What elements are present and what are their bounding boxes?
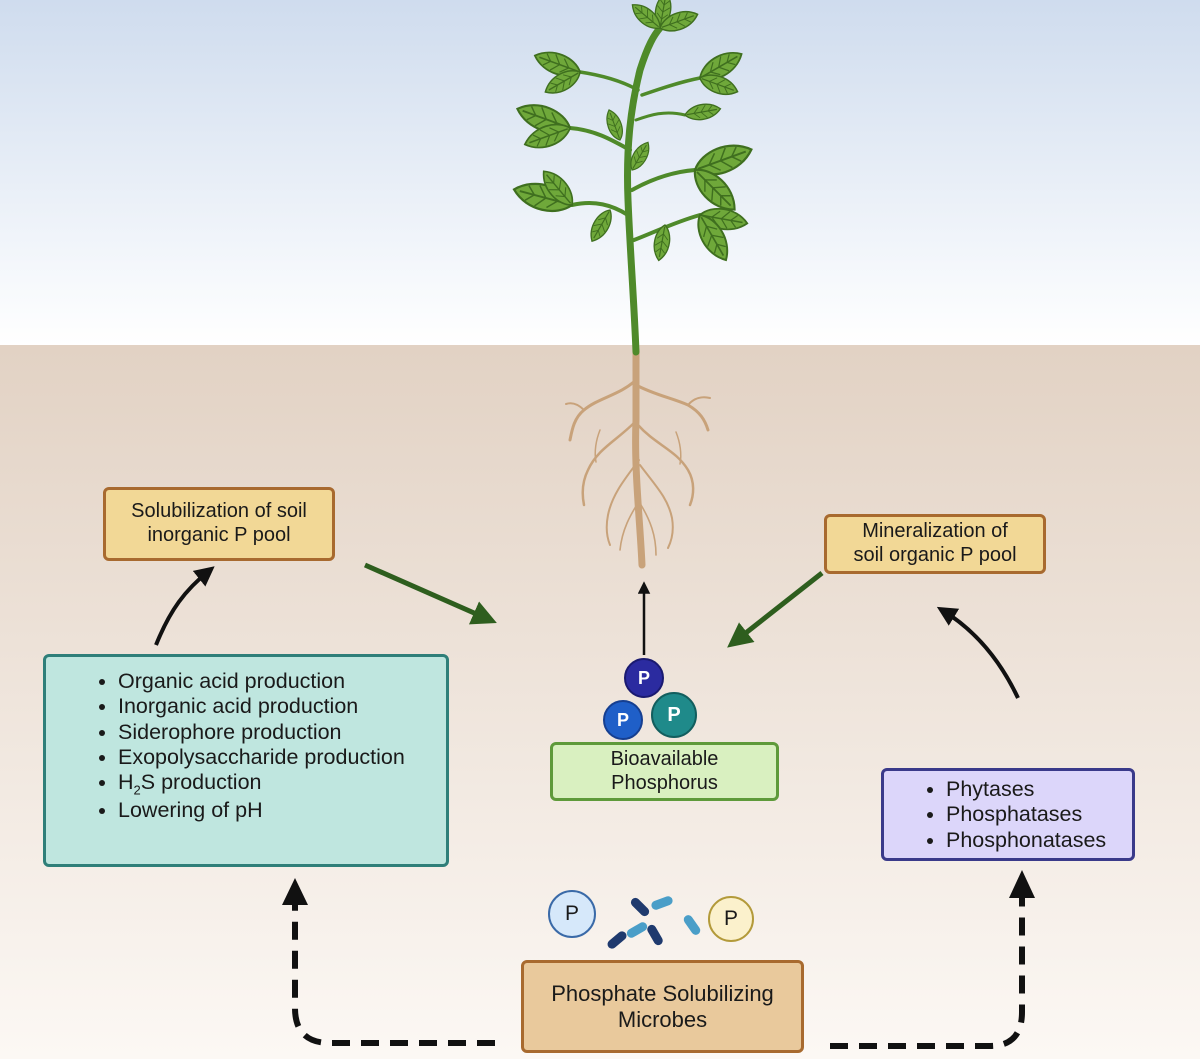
- mechanism-item: Inorganic acid production: [118, 694, 446, 719]
- phosphate-left-icon: P: [603, 700, 643, 740]
- bioavailable-phosphorus-box: Bioavailable Phosphorus: [550, 742, 779, 801]
- h2s-h: H: [118, 770, 134, 795]
- dashed-arrow-microbes-to-enzymes: [830, 898, 1025, 1049]
- roots: [565, 346, 711, 569]
- dashed-arrowhead-mechanisms: [282, 878, 308, 905]
- mechanism-item: Exopolysaccharide production: [118, 745, 446, 770]
- microbes-line2: Microbes: [617, 1006, 708, 1032]
- arrow-enzymes-to-mineralization: [936, 606, 1020, 699]
- bioavailable-line2: Phosphorus: [611, 771, 718, 794]
- dashed-arrowhead-enzymes: [1009, 870, 1035, 898]
- solubilization-line2: inorganic P pool: [147, 524, 291, 546]
- bioavailable-line1: Bioavailable: [610, 747, 719, 770]
- mechanism-item: Lowering of pH: [118, 798, 446, 823]
- mechanism-item: Siderophore production: [118, 720, 446, 745]
- solubilization-line1: Solubilization of soil: [131, 500, 307, 523]
- enzyme-item: Phytases: [946, 777, 1132, 802]
- stem: [568, 24, 702, 356]
- sky-background: [0, 0, 1200, 345]
- enzyme-item: Phosphatases: [946, 802, 1132, 827]
- microbes-line1: Phosphate Solubilizing: [551, 980, 774, 1006]
- mineralization-line2: soil organic P pool: [853, 544, 1017, 566]
- phosphate-microbe-left-icon: P: [548, 890, 596, 938]
- solubilization-box: Solubilization of soil inorganic P pool: [103, 487, 335, 561]
- phosphate-solubilizing-microbes-box: Phosphate Solubilizing Microbes: [521, 960, 804, 1053]
- mechanism-item-h2s: H2S production: [118, 770, 446, 798]
- mineralization-box: Mineralization of soil organic P pool: [824, 514, 1046, 574]
- phosphate-microbe-right-icon: P: [708, 896, 754, 942]
- mechanisms-box: Organic acid production Inorganic acid p…: [43, 654, 449, 867]
- arrow-mechanisms-to-solubilization: [154, 566, 215, 646]
- enzymes-list: Phytases Phosphatases Phosphonatases: [884, 777, 1132, 853]
- mechanism-item: Organic acid production: [118, 669, 446, 694]
- h2s-subscript: 2: [133, 782, 141, 798]
- green-arrow-organic-to-bioavailable: [727, 571, 824, 648]
- mechanisms-list: Organic acid production Inorganic acid p…: [46, 669, 446, 823]
- green-arrow-inorganic-to-bioavailable: [363, 562, 497, 625]
- phosphate-right-icon: P: [651, 692, 697, 738]
- mineralization-line1: Mineralization of: [862, 520, 1008, 543]
- microbe-cells: [607, 896, 701, 949]
- enzymes-box: Phytases Phosphatases Phosphonatases: [881, 768, 1135, 861]
- plant-illustration: [509, 0, 757, 569]
- h2s-rest: S production: [140, 770, 262, 795]
- phosphate-top-icon: P: [624, 658, 664, 698]
- enzyme-item: Phosphonatases: [946, 828, 1132, 853]
